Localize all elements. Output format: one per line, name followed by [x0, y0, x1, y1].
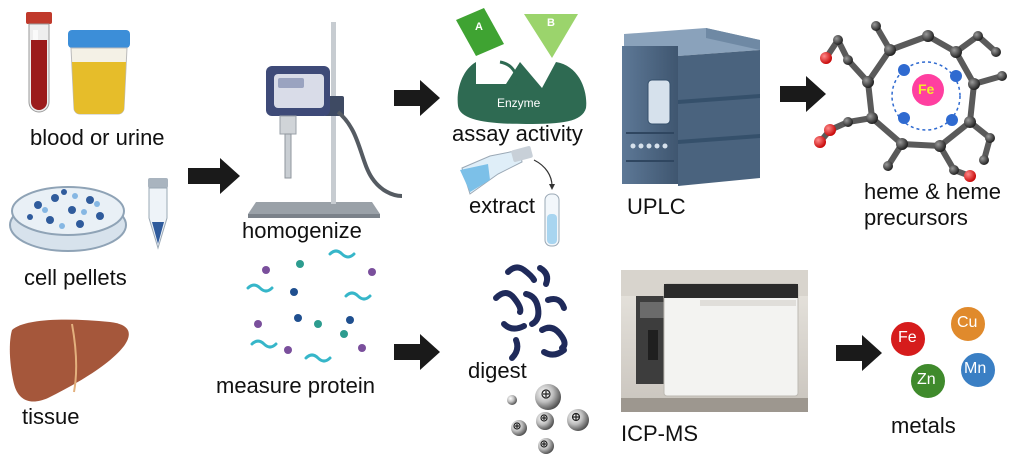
petri-dish-icon — [9, 186, 127, 252]
heme-molecule-icon — [814, 21, 1007, 182]
label-icpms: ICP-MS — [621, 421, 698, 446]
label-tissue: tissue — [22, 404, 80, 429]
metal-fe-label: Fe — [898, 329, 917, 346]
uplc-instrument-icon — [622, 28, 760, 186]
label-assay-activity: assay activity — [452, 121, 583, 146]
enzyme-assay-icon — [456, 8, 587, 124]
enzyme-label: Enzyme — [497, 96, 541, 110]
label-digest: digest — [468, 358, 527, 383]
metal-fe-circle — [889, 320, 927, 358]
flow-arrows — [188, 76, 882, 371]
urine-cup-icon — [68, 30, 130, 115]
label-homogenize: homogenize — [242, 218, 362, 243]
metal-mn-label: Mn — [964, 360, 987, 377]
arrow-3 — [780, 76, 826, 112]
label-heme-line2: precursors — [864, 205, 968, 230]
extraction-icon — [460, 146, 560, 247]
liver-icon — [9, 319, 129, 402]
centrifuge-tube-icon — [148, 178, 168, 250]
metal-cu-circle — [949, 305, 987, 343]
metal-mn-circle — [959, 351, 997, 389]
label-uplc: UPLC — [627, 194, 686, 219]
arrow-5 — [836, 335, 882, 371]
label-extract: extract — [469, 193, 536, 218]
arrow-2 — [394, 80, 440, 116]
metals-icons — [889, 305, 997, 400]
label-cell-pellets: cell pellets — [24, 265, 127, 290]
metal-zn-circle — [909, 362, 947, 400]
iron-label: Fe — [918, 81, 935, 97]
icpms-photo — [621, 270, 808, 412]
iron-center — [912, 74, 944, 106]
label-heme-line1: heme & heme — [864, 179, 1001, 204]
arrow-4 — [394, 334, 440, 370]
substrate-b-label: B — [547, 17, 555, 29]
label-metals: metals — [891, 413, 956, 438]
digested-protein-icon — [493, 264, 568, 361]
blood-tube-icon — [26, 12, 52, 113]
beads-icon — [507, 384, 589, 454]
metal-cu-label: Cu — [957, 314, 978, 331]
label-measure-protein: measure protein — [216, 373, 375, 398]
label-blood-or-urine: blood or urine — [30, 125, 165, 150]
homogenizer-icon — [248, 22, 403, 218]
arrow-1 — [188, 158, 240, 194]
metal-zn-label: Zn — [917, 371, 936, 388]
protein-molecules-icon — [246, 249, 376, 363]
substrate-a-label: A — [475, 21, 483, 33]
